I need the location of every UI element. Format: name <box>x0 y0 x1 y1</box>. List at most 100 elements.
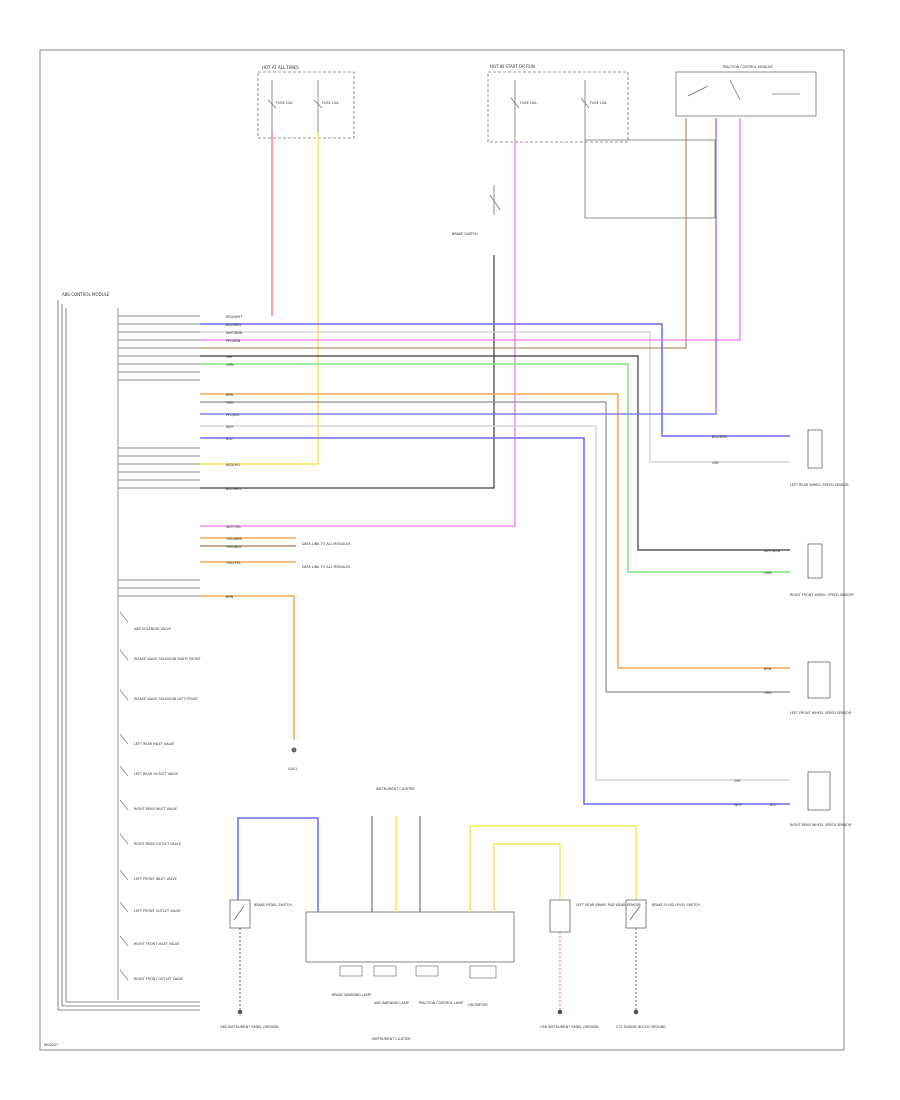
wire-magenta-center <box>200 140 516 527</box>
gnd-terminal-2 <box>557 1009 563 1015</box>
pin-label-16: ORG/BLK <box>226 545 242 549</box>
wire-black-ignition <box>200 255 495 489</box>
sensor-wire-3: WHT/BRN <box>764 549 781 553</box>
pin-label-10: WHT <box>226 425 235 429</box>
bottom-ground-2: G56 INSTRUMENT PANEL GROUND <box>540 1025 599 1029</box>
bottom-ground-1: G65 INSTRUMENT PANEL GROUND <box>220 1025 279 1029</box>
sensor-label-rf: RIGHT FRONT WHEEL SPEED SENSOR <box>790 593 854 597</box>
internal-lr-outlet: LEFT REAR OUTLET VALVE <box>134 772 178 776</box>
ground-label: G401 <box>288 767 297 771</box>
sensor-label-lf: LEFT FRONT WHEEL SPEED SENSOR <box>790 711 852 715</box>
wheel-sensor-lr <box>807 429 823 469</box>
internal-rr-inlet: RIGHT REAR INLET VALVE <box>134 807 177 811</box>
fuse-rating-4: FUSE 10A <box>590 101 607 105</box>
pin-label-6: GRN <box>226 363 234 367</box>
sensor-wire-7: GRY <box>734 779 742 783</box>
wire-magenta-traction <box>200 118 741 341</box>
wire-blue-rr <box>200 437 790 805</box>
brake-switch-top-label: BRAKE SWITCH <box>452 232 478 236</box>
wire-purple-traction <box>200 118 717 415</box>
brake-pad-sensor-label: LEFT REAR BRAKE PAD WEAR SENSOR <box>576 903 641 907</box>
wire-ground <box>200 595 295 740</box>
internal-switch-glyphs <box>119 611 129 981</box>
brake-fluid-switch-label: BRAKE FLUID LEVEL SWITCH <box>652 903 700 907</box>
pin-label-13: BLU/BRN <box>226 487 241 491</box>
gnd-terminal-1 <box>237 1009 243 1015</box>
sensor-label-lr: LEFT REAR WHEEL SPEED SENSOR <box>790 483 849 487</box>
internal-lf-inlet: LEFT FRONT INLET VALVE <box>134 877 177 881</box>
module-internal-components: ABS SOLENOID VALVE INTAKE VALVE SOLENOID… <box>134 627 202 981</box>
sensor-wire-6: ORG <box>764 691 772 695</box>
wheel-sensor-rf <box>807 543 823 579</box>
gnd-terminal-3 <box>633 1009 639 1015</box>
internal-abs-solenoid: ABS SOLENOID VALVE <box>134 627 171 631</box>
wire-orange-lf <box>200 393 790 669</box>
sensor-wire-labels: BLU/BRN GRY WHT/BRN GRN BRN ORG GRY WHT … <box>712 435 781 807</box>
sensor-wire-5: BRN <box>764 667 772 671</box>
internal-lf-outlet: LEFT FRONT OUTLET VALVE <box>134 909 181 913</box>
brake-pedal-switch-label: BRAKE PEDAL SWITCH <box>254 903 292 907</box>
fuse-box-left <box>257 71 355 139</box>
pin-label-7: BRN <box>226 393 234 397</box>
pin-label-2: BLU/BRN <box>226 323 241 327</box>
wire-yellow-fuse <box>200 132 319 465</box>
cluster-ind-4: ODOMETER <box>468 1003 488 1007</box>
instrument-cluster-label: INSTRUMENT CLUSTER <box>372 1037 411 1041</box>
wire-lightgray-rr <box>200 425 790 781</box>
internal-intake-lf: INTAKE VALVE SOLENOID LEFT FRONT <box>134 697 199 701</box>
wheel-sensor-lf <box>807 661 831 699</box>
module-title: ABS CONTROL MODULE <box>62 292 110 297</box>
sensor-wire-2: GRY <box>712 461 720 465</box>
ground-terminal <box>291 747 297 753</box>
pin-label-11: BLU <box>226 437 233 441</box>
fuse-box-center <box>487 71 629 143</box>
relay-box <box>584 139 716 219</box>
fuse-rating-1: FUSE 20A <box>276 101 293 105</box>
cluster-ind-3: TRACTION CONTROL LAMP <box>417 1001 463 1005</box>
wire-blue-top <box>200 323 790 437</box>
instrument-cluster-box <box>305 911 515 963</box>
wire-black-rf <box>200 355 790 551</box>
wire-brown-traction <box>200 118 687 349</box>
fuse-rating-3: FUSE 10A <box>520 101 537 105</box>
pin-label-18: BRN <box>226 595 234 599</box>
wire-gray-lr <box>200 331 790 463</box>
pin-wire-labels: RED/WHT BLU/BRN WHT/BRN PPL/BRN GRY GRN … <box>226 315 243 599</box>
module-pins <box>117 308 200 1000</box>
fuse-box-center-label: HOT IN START OR RUN <box>490 64 535 69</box>
data-link-label-1: DATA LINK TO ALL MODULES <box>302 542 350 546</box>
traction-control-module-label: TRACTION CONTROL MODULE <box>721 65 773 69</box>
internal-rf-inlet: RIGHT FRONT INLET VALVE <box>134 942 179 946</box>
cluster-connector-label: INSTRUMENT CLUSTER <box>376 787 415 791</box>
sensor-wire-8: WHT <box>734 803 743 807</box>
internal-rr-outlet: RIGHT REAR OUTLET VALVE <box>134 842 181 846</box>
pin-label-15: ORG/BRN <box>226 537 242 541</box>
pin-label-14: WHT/YEL <box>226 525 241 529</box>
wire-yellow-fluid <box>469 825 637 912</box>
sensor-wire-1: BLU/BRN <box>712 435 727 439</box>
internal-rf-outlet: RIGHT FRONT OUTLET VALVE <box>134 977 183 981</box>
cluster-indicators <box>339 965 497 979</box>
data-link-label-2: DATA LINK TO ALL MODULES <box>302 565 350 569</box>
traction-switch-box <box>675 71 817 117</box>
brake-switch-top <box>489 185 501 215</box>
cluster-ind-1: BRAKE WARNING LAMP <box>332 993 371 997</box>
sensor-label-rr: RIGHT REAR WHEEL SPEED SENSOR <box>790 823 852 827</box>
wire-yellow-pad <box>493 843 561 912</box>
cluster-ind-2: ABS WARNING LAMP <box>374 1001 409 1005</box>
pin-label-5: GRY <box>226 355 234 359</box>
pin-label-17: ORG/YEL <box>226 561 241 565</box>
bottom-ground-3: G71 ENGINE BLOCK GROUND <box>616 1025 666 1029</box>
pin-label-8: ORG <box>226 401 234 405</box>
diagram-border <box>39 49 845 1051</box>
wire-green-rf <box>200 363 790 573</box>
fuse-rating-2: FUSE 10A <box>322 101 339 105</box>
sensor-wire-9: BLU <box>770 803 777 807</box>
wheel-sensor-rr <box>807 771 831 811</box>
brake-pedal-switch <box>229 899 251 929</box>
pin-label-12: RED/YEL <box>226 463 240 467</box>
wire-blue-brake-pedal <box>237 817 319 912</box>
pin-label-3: WHT/BRN <box>226 331 243 335</box>
wire-gray-lf <box>200 401 790 693</box>
